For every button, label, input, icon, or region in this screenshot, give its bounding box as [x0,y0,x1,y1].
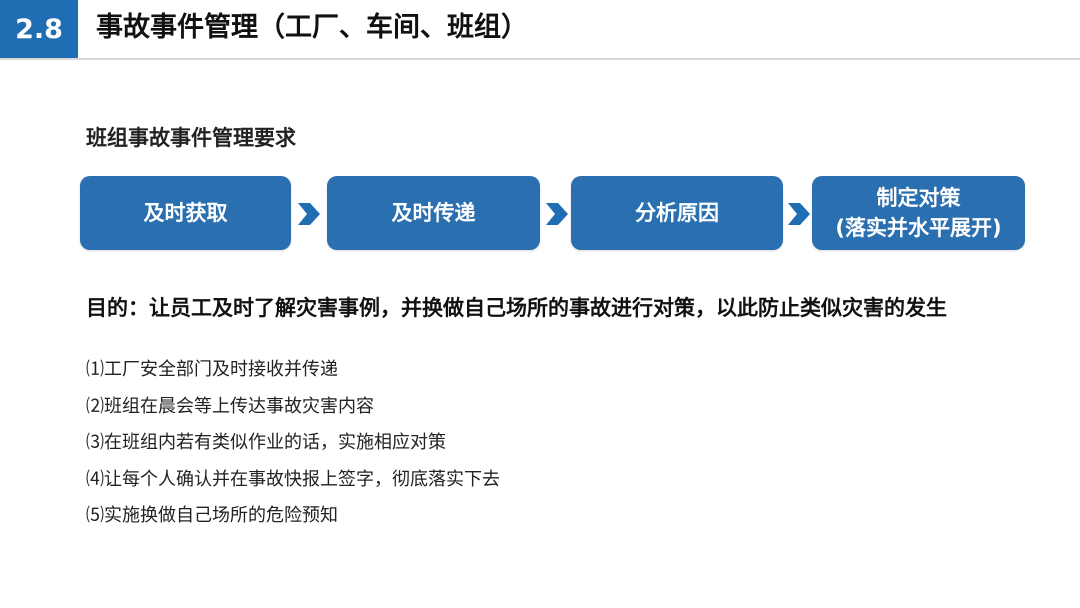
flow-step-sublabel: (落实并水平展开) [835,216,1002,240]
page-title: 事故事件管理（工厂、车间、班组） [96,12,528,43]
list-item: ⑸实施换做自己场所的危险预知 [86,505,338,526]
arrow-right-icon [788,203,810,225]
arrow-right-icon [298,203,320,225]
section-number: 2.8 [15,13,63,45]
section-title: 班组事故事件管理要求 [86,126,296,150]
flow-step-acquire: 及时获取 [80,176,291,250]
flow-step-label: 及时获取 [143,201,228,225]
section-number-badge: 2.8 [0,0,78,58]
list-item: ⑵班组在晨会等上传达事故灾害内容 [86,395,374,417]
list-item: ⑶在班组内若有类似作业的话，实施相应对策 [86,432,446,453]
flow-step-countermeasure: 制定对策 (落实并水平展开) [812,176,1025,250]
header-divider [0,58,1080,60]
purpose-statement: 目的：让员工及时了解灾害事例，并换做自己场所的事故进行对策，以此防止类似灾害的发… [86,296,947,320]
flow-step-label: 分析原因 [635,201,719,225]
flow-step-label: 及时传递 [391,201,476,225]
flow-step-label: 制定对策 [876,186,961,210]
list-item: ⑴工厂安全部门及时接收并传递 [86,359,338,380]
arrow-right-icon [546,203,568,225]
list-item: ⑷让每个人确认并在事故快报上签字，彻底落实下去 [86,468,500,490]
flow-step-transmit: 及时传递 [327,176,540,250]
requirement-list: ⑴工厂安全部门及时接收并传递 ⑵班组在晨会等上传达事故灾害内容 ⑶在班组内若有类… [86,352,500,535]
flow-step-analyze: 分析原因 [571,176,783,250]
